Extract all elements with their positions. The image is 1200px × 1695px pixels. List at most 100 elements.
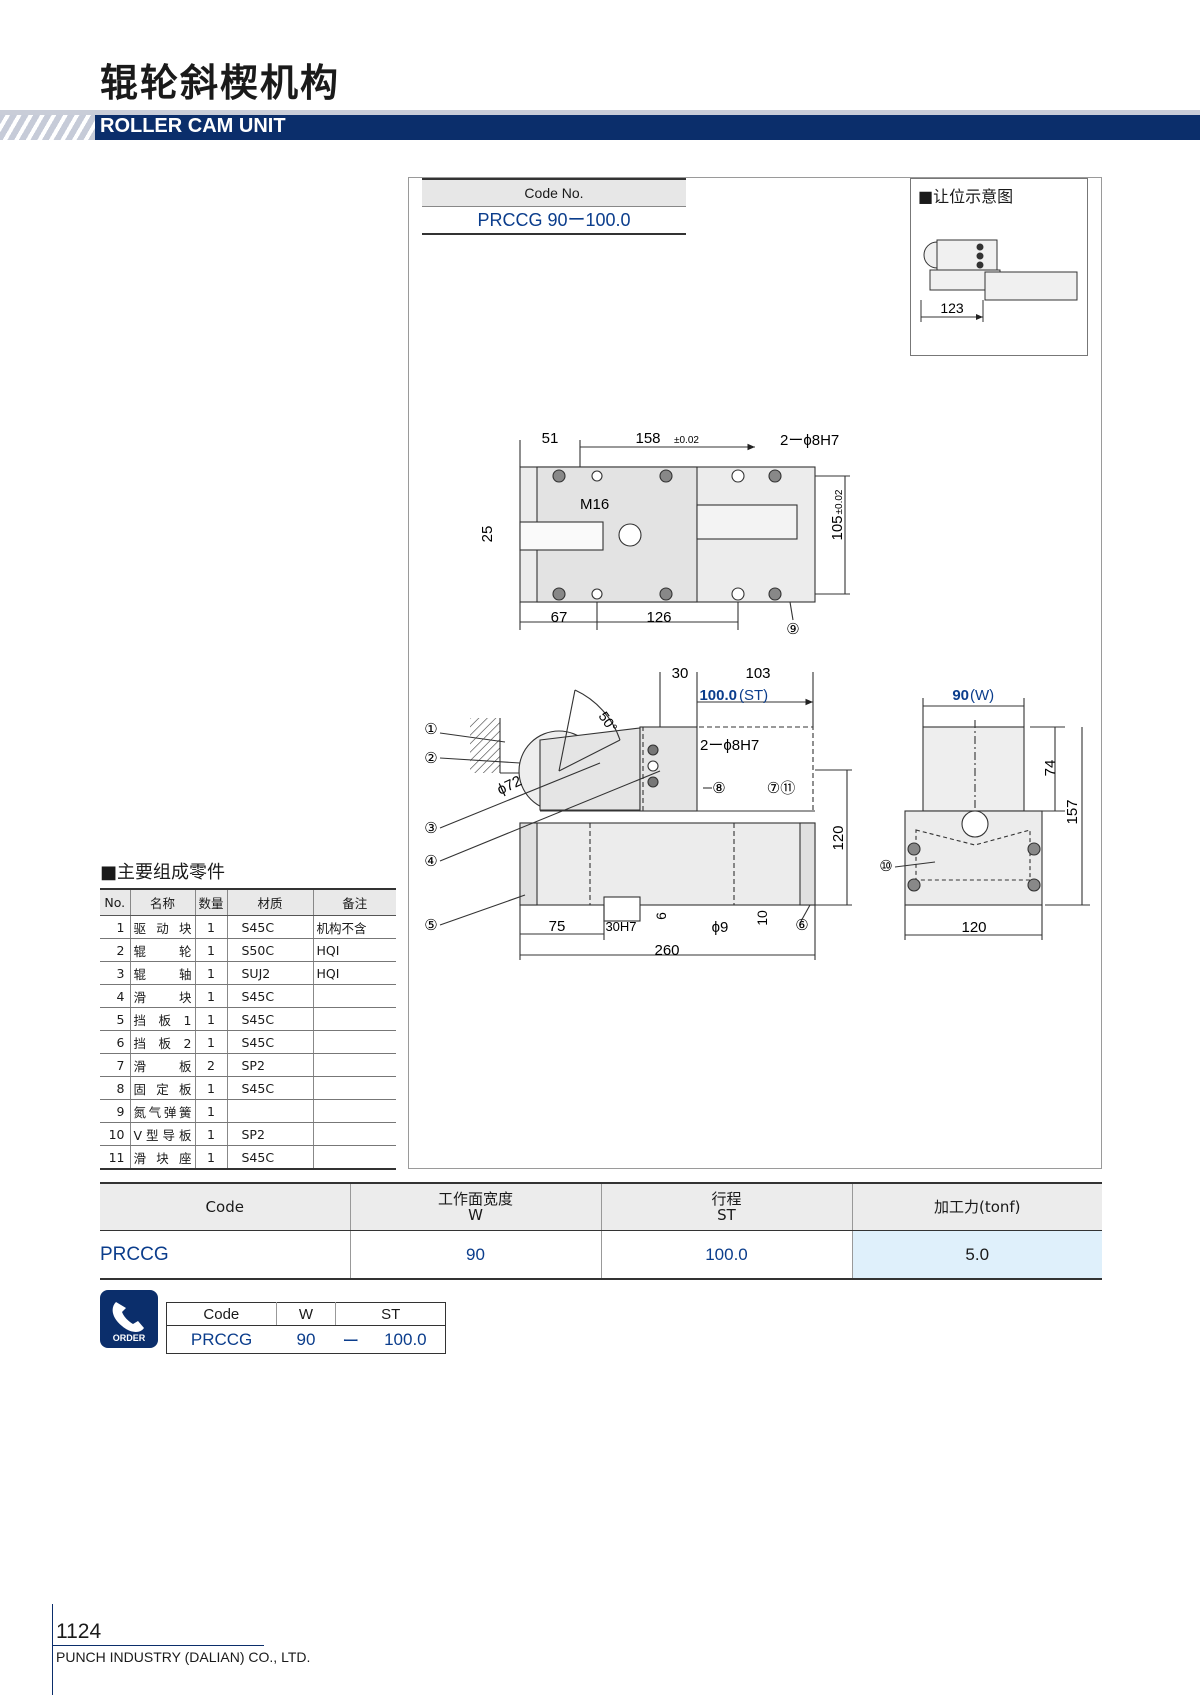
tol-105: ±0.02 (834, 489, 845, 514)
cell-qty: 1 (194, 1145, 227, 1170)
cell-no: 3 (100, 961, 130, 985)
order-code: PRCCG (190, 1329, 253, 1349)
holes-label: 2ーϕ8H7 (780, 432, 839, 449)
dim-105: 105 (829, 515, 846, 540)
cell-name: 挡板1 (129, 1007, 195, 1031)
cell-remark: HQI (312, 961, 396, 985)
parts-header-name: 名称 (129, 888, 195, 916)
callout-5: ⑤ (424, 917, 437, 934)
dim-157: 157 (1064, 799, 1081, 824)
cell-qty: 1 (194, 1007, 227, 1031)
code-box-value: PRCCG 90ー100.0 (422, 207, 686, 235)
clearance-diagram (910, 178, 1088, 356)
dim-260: 260 (654, 942, 679, 959)
callout-3: ③ (424, 820, 437, 837)
cell-remark (312, 1007, 396, 1031)
cell-no: 8 (100, 1076, 130, 1100)
spec-code: PRCCG (100, 1230, 350, 1280)
table-row: PRCCG 90 100.0 5.0 (100, 1230, 1102, 1280)
parts-title: ■主要组成零件 (100, 862, 226, 883)
dim-74: 74 (1042, 760, 1059, 777)
end-width-value: 90 (952, 687, 969, 704)
cell-no: 7 (100, 1053, 130, 1077)
cell-no: 10 (100, 1122, 130, 1146)
page-number: 1124 (56, 1620, 102, 1643)
order-st: 100.0 (384, 1329, 427, 1349)
dim-67: 67 (551, 609, 568, 626)
dim-103: 103 (745, 665, 770, 682)
cell-material: SP2 (226, 1122, 313, 1146)
dim-6: 6 (653, 912, 669, 920)
callout-7-11: ⑦⑪ (767, 780, 795, 797)
dim-120-end: 120 (961, 919, 986, 936)
order-badge-label: ORDER (112, 1333, 146, 1343)
cell-no: 9 (100, 1099, 130, 1123)
order-w: 90 (296, 1329, 316, 1349)
stroke-value: 100.0 (699, 687, 737, 704)
cell-remark (312, 1145, 396, 1170)
table-row: PRCCG 90 ー 100.0 (167, 1326, 446, 1354)
slot-30h7: 30H7 (605, 919, 636, 934)
cell-no: 1 (100, 915, 130, 939)
cell-material: S45C (226, 1145, 313, 1170)
cell-remark (312, 1122, 396, 1146)
code-box: Code No. PRCCG 90ー100.0 (422, 178, 686, 235)
cell-material: SUJ2 (226, 961, 313, 985)
cell-name: 固定板 (129, 1076, 195, 1100)
clearance-dim-123: 123 (940, 300, 964, 316)
spec-header-code: Code (100, 1182, 350, 1231)
cell-material: S45C (226, 1030, 313, 1054)
order-header-w: W (275, 1302, 336, 1326)
cell-qty: 1 (194, 1076, 227, 1100)
dim-10: 10 (754, 910, 770, 926)
order-example-table: Code W ST PRCCG 90 ー 100.0 (166, 1302, 446, 1354)
order-dash: ー (342, 1332, 360, 1351)
stroke-label: (ST) (739, 687, 768, 704)
phi9-label: ϕ9 (712, 919, 729, 936)
cell-material (226, 1099, 313, 1123)
cell-name: 滑板 (129, 1053, 195, 1077)
cell-name: 氮气弹簧 (129, 1099, 195, 1123)
parts-header-material: 材质 (226, 888, 313, 916)
callout-4: ④ (424, 853, 437, 870)
page-subtitle: ROLLER CAM UNIT (100, 115, 286, 137)
cell-no: 6 (100, 1030, 130, 1054)
cell-remark (312, 1053, 396, 1077)
clearance-diagram-title: ■让位示意图 (918, 187, 1014, 206)
cell-qty: 1 (194, 984, 227, 1008)
cell-name: 滑块 (129, 984, 195, 1008)
cell-name: 滑块座 (129, 1145, 195, 1170)
dim-51: 51 (542, 430, 559, 447)
cell-material: S45C (226, 984, 313, 1008)
cell-material: SP2 (226, 1053, 313, 1077)
cell-remark: 机构不含 (312, 915, 396, 939)
cell-remark (312, 1030, 396, 1054)
spec-header-width-label: 工作面宽度 (437, 1190, 513, 1208)
cell-qty: 2 (194, 1053, 227, 1077)
spec-header-width-symbol: W (468, 1206, 483, 1224)
dim-30: 30 (672, 665, 689, 682)
callout-1: ① (424, 721, 437, 738)
order-header-row: Code W ST (166, 1302, 446, 1326)
cell-name: 挡板2 (129, 1030, 195, 1054)
cell-qty: 1 (194, 1099, 227, 1123)
dim-25: 25 (479, 526, 496, 543)
order-header-code: Code (166, 1302, 277, 1326)
drawing-frame (408, 177, 1102, 1169)
m16-label: M16 (580, 496, 609, 513)
order-badge (100, 1290, 158, 1348)
cell-name: 辊轴 (129, 961, 195, 985)
spec-header-force: 加工力(tonf) (851, 1182, 1102, 1231)
phone-icon (112, 1302, 144, 1332)
technical-drawing: 123 51 158 ±0.02 2ーϕ8H7 M16 25 105 ±0.02… (424, 239, 1090, 960)
dim-126: 126 (646, 609, 671, 626)
callout-9: ⑨ (786, 621, 799, 638)
spec-header-stroke-label: 行程 (711, 1190, 742, 1208)
